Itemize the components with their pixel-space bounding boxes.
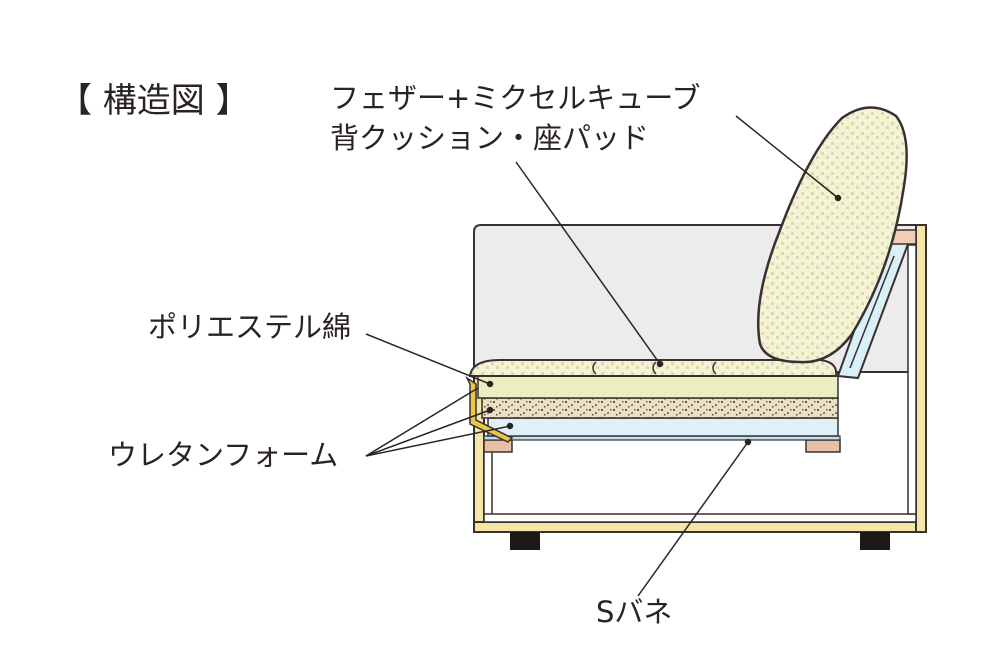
- label-s-spring: Sバネ: [596, 595, 673, 629]
- inner-base-board: [483, 513, 917, 523]
- diagram-title: 【 構造図 】: [58, 81, 250, 121]
- foot-right: [860, 532, 890, 550]
- polyester-layer: [477, 373, 839, 399]
- urethane-lower-layer: [487, 417, 839, 437]
- base-frame: [473, 521, 927, 533]
- label-polyester-wadding: ポリエステル綿: [148, 310, 352, 344]
- label-urethane-foam: ウレタンフォーム: [108, 438, 339, 472]
- back-cushion: [757, 106, 908, 364]
- label-back-cushion-seat-pad: 背クッション・座パッド: [330, 121, 650, 155]
- inner-right-post: [907, 244, 917, 515]
- seat-block-right: [805, 439, 841, 453]
- label-feather-mixcell: フェザー+ミクセルキューブ: [330, 81, 701, 115]
- right-back-frame: [915, 224, 927, 533]
- urethane-speckled-layer: [481, 397, 839, 419]
- foot-left: [510, 532, 540, 550]
- leader-lines: [365, 115, 842, 597]
